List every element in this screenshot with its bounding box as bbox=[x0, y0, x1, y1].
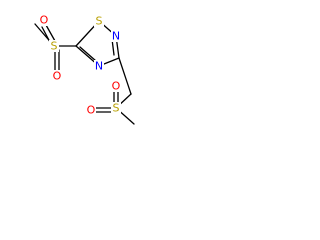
left-sulfonyl-sulfur-label: S bbox=[51, 40, 58, 53]
atom-labels: S N N S O O S O bbox=[39, 14, 121, 117]
left-sulfonyl-sulfur-atom: S bbox=[49, 40, 59, 53]
bond-s-left-to-o-top-double bbox=[45, 24, 56, 42]
ring-nitrogen-top-atom: N bbox=[111, 30, 121, 43]
bottom-sulfonyl-sulfur-atom: S bbox=[111, 102, 121, 115]
left-sulfonyl-oxygen-bottom-atom: O bbox=[52, 70, 62, 83]
left-sulfonyl-oxygen-top-label: O bbox=[40, 14, 49, 27]
ring-nitrogen-bottom-atom: N bbox=[94, 60, 104, 73]
bonds bbox=[34, 20, 135, 125]
ring-nitrogen-top-label: N bbox=[112, 30, 120, 43]
bottom-sulfonyl-oxygen-top-label: O bbox=[112, 80, 121, 93]
molecule-structure: S N N S O O S O bbox=[34, 14, 135, 125]
bottom-sulfonyl-oxygen-top-atom: O bbox=[111, 80, 121, 93]
bottom-sulfonyl-oxygen-left-atom: O bbox=[86, 104, 96, 117]
bottom-sulfonyl-sulfur-label: S bbox=[113, 102, 120, 115]
ring-nitrogen-bottom-label: N bbox=[95, 60, 103, 73]
left-sulfonyl-oxygen-bottom-label: O bbox=[53, 70, 62, 83]
bottom-sulfonyl-oxygen-left-label: O bbox=[87, 104, 96, 117]
bond-c3-to-ch2 bbox=[118, 57, 132, 95]
ring-sulfur-label: S bbox=[96, 15, 103, 28]
bond-n-bottom-to-c5-double bbox=[79, 46, 97, 62]
ring-sulfur-atom: S bbox=[94, 15, 104, 28]
left-sulfonyl-oxygen-top-atom: O bbox=[39, 14, 49, 27]
